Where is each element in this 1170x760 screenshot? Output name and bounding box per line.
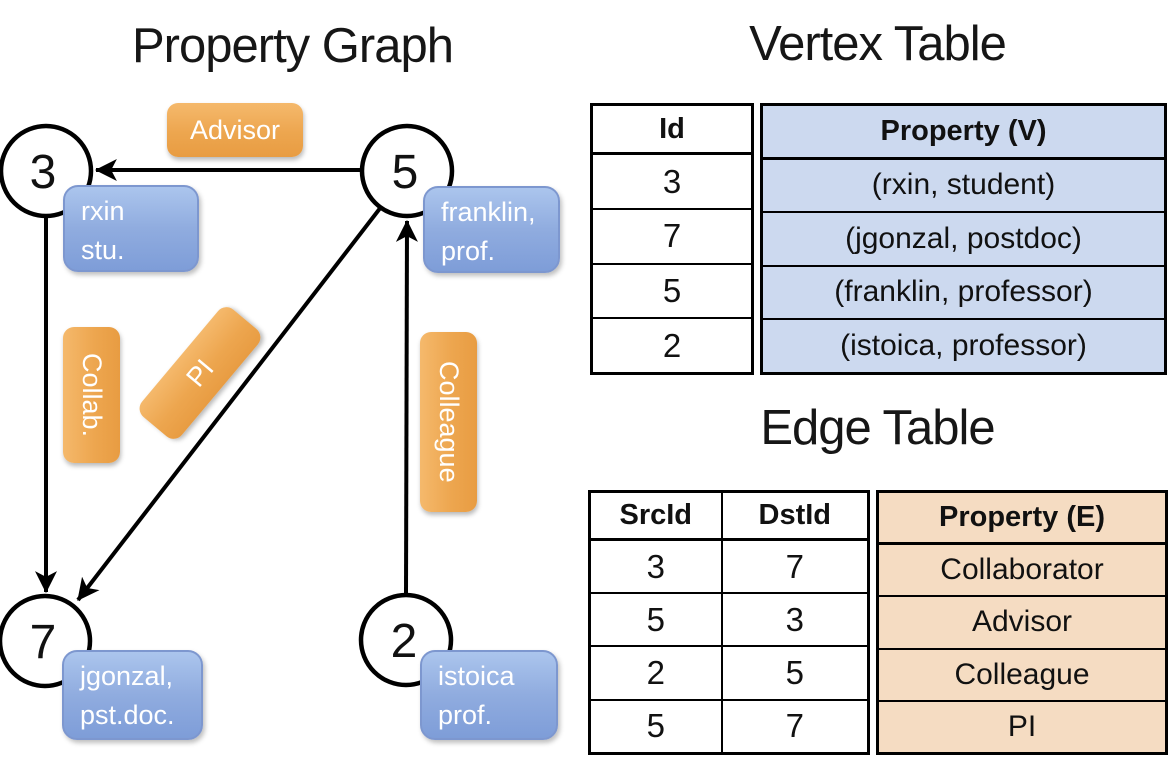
table-row: PI [876, 699, 1168, 755]
edge-dstid-cell: 3 [720, 592, 870, 648]
vertex-property-box-istoica: istoica prof. [420, 650, 558, 740]
table-row: (rxin, student) [760, 156, 1167, 214]
vertex-property-line: prof. [438, 700, 493, 730]
vertex-property-line: pst.doc. [80, 700, 175, 730]
vertex-table-title: Vertex Table [749, 17, 1007, 71]
table-row: 5 3 [588, 592, 870, 648]
edge-2-to-5-arrow [395, 219, 418, 595]
edge-table-property-column: Property (E) Collaborator Advisor Collea… [876, 490, 1168, 755]
edge-dstid-cell: 5 [720, 645, 870, 701]
vertex-table-id-column: Id 3 7 5 2 [590, 103, 754, 375]
table-row: 3 [590, 152, 754, 210]
edge-table-title: Edge Table [760, 401, 995, 455]
edge-property-cell: Advisor [876, 595, 1168, 650]
vertex-property-cell: (rxin, student) [760, 156, 1167, 214]
edge-srcid-cell: 5 [588, 698, 723, 755]
table-row: 5 7 [588, 698, 870, 755]
graph-canvas: 3 5 7 2 [0, 123, 455, 689]
table-row: Advisor [876, 595, 1168, 650]
vertex-property-line: rxin [81, 196, 125, 226]
vertex-property-cell: (istoica, professor) [760, 318, 1167, 375]
vertex-id-cell: 3 [590, 152, 754, 210]
vertex-node-7-id: 7 [30, 616, 57, 669]
vertex-id-cell: 2 [590, 317, 754, 375]
vertex-property-line: istoica [438, 661, 515, 691]
edge-property-cell: Collaborator [876, 542, 1168, 598]
vertex-id-cell: 7 [590, 207, 754, 265]
vertex-table-property-header: Property (V) [760, 103, 1167, 160]
edge-label-collaborator: Collab. [63, 327, 120, 463]
vertex-property-cell: (franklin, professor) [760, 264, 1167, 321]
edge-table-id-columns: SrcId DstId 3 7 5 3 2 5 5 7 [588, 490, 870, 755]
vertex-property-line: franklin, [441, 197, 536, 227]
table-row: Collaborator [876, 542, 1168, 598]
vertex-table-id-header: Id [590, 103, 754, 156]
property-graph-title: Property Graph [132, 19, 454, 73]
table-row: 7 [590, 207, 754, 265]
table-row: 2 [590, 317, 754, 375]
table-row: (franklin, professor) [760, 264, 1167, 321]
table-row: 5 [590, 262, 754, 320]
vertex-property-line: jgonzal, [80, 661, 174, 691]
edge-srcid-cell: 2 [588, 645, 723, 701]
edge-label-advisor: Advisor [167, 103, 303, 157]
edge-5-to-7-arrow [76, 205, 383, 602]
vertex-id-cell: 5 [590, 262, 754, 320]
table-row: Colleague [876, 647, 1168, 702]
edge-property-cell: PI [876, 699, 1168, 755]
vertex-property-line: stu. [81, 235, 125, 265]
table-row: 2 5 [588, 645, 870, 701]
table-row: 3 7 [588, 538, 870, 595]
edge-dstid-cell: 7 [720, 698, 870, 755]
vertex-table-property-column: Property (V) (rxin, student) (jgonzal, p… [760, 103, 1167, 375]
edge-srcid-cell: 3 [588, 538, 723, 595]
edge-table-property-header: Property (E) [876, 490, 1168, 546]
table-row: (jgonzal, postdoc) [760, 211, 1167, 267]
edge-property-cell: Colleague [876, 647, 1168, 702]
vertex-property-cell: (jgonzal, postdoc) [760, 211, 1167, 267]
vertex-property-box-franklin: franklin, prof. [423, 186, 560, 273]
edge-table-dstid-header: DstId [720, 490, 870, 541]
edge-label-colleague: Colleague [420, 332, 477, 512]
edge-srcid-cell: 5 [588, 592, 723, 648]
vertex-node-2-id: 2 [391, 615, 418, 668]
vertex-node-5-id: 5 [392, 146, 419, 199]
vertex-property-box-rxin: rxin stu. [63, 185, 199, 272]
edge-dstid-cell: 7 [720, 538, 870, 595]
edge-table-srcid-header: SrcId [588, 490, 723, 541]
vertex-node-3-id: 3 [30, 146, 57, 199]
vertex-property-line: prof. [441, 236, 496, 266]
vertex-property-box-jgonzal: jgonzal, pst.doc. [62, 650, 203, 740]
table-row: (istoica, professor) [760, 318, 1167, 375]
